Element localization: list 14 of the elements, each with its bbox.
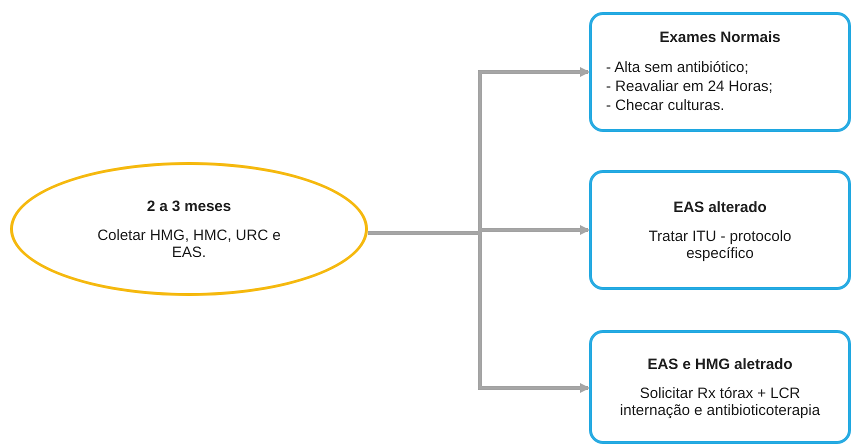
node-text: Tratar ITU - protocolo específico bbox=[648, 228, 792, 262]
outcome-box bbox=[589, 330, 851, 444]
node-text: - Alta sem antibiótico; bbox=[605, 58, 749, 77]
node-heading: Exames Normais bbox=[660, 29, 780, 46]
node-heading: EAS alterado bbox=[673, 198, 767, 216]
node-text: - Checar culturas. bbox=[605, 96, 724, 115]
node-text: Coletar HMG, HMC, URC e EAS. bbox=[96, 226, 282, 260]
node-heading: 2 a 3 meses bbox=[146, 198, 232, 214]
outcome-box bbox=[589, 12, 851, 132]
node-text: - Reavaliar em 24 Horas; bbox=[605, 77, 773, 96]
node-heading: EAS e HMG aletrado bbox=[647, 356, 793, 372]
node-text: Solicitar Rx tórax + LCR internação e antibioticoterapia bbox=[618, 384, 822, 418]
connector-arrow bbox=[368, 231, 590, 393]
outcome-box bbox=[589, 170, 851, 290]
